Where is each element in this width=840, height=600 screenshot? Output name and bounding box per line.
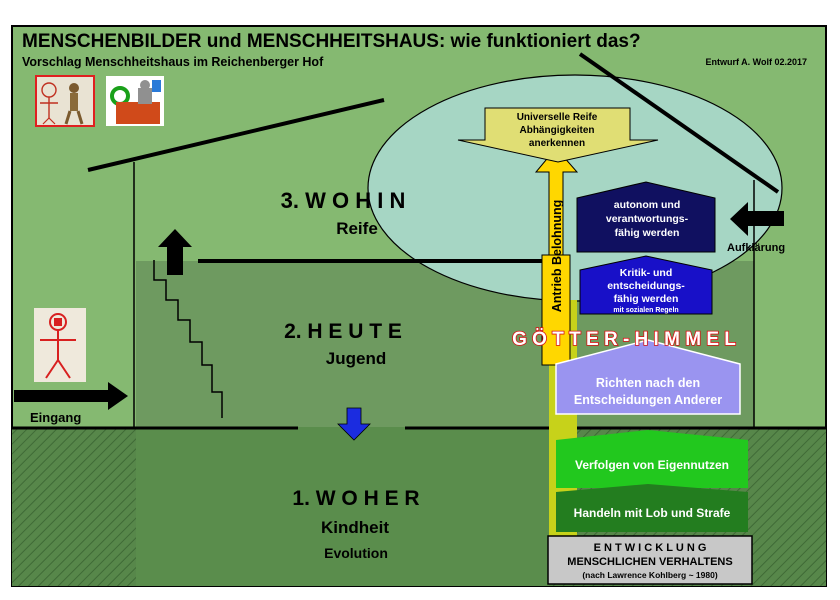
development-line2: MENSCHLICHEN VERHALTENS bbox=[567, 556, 732, 568]
stage3-line2: Entscheidungen Anderer bbox=[574, 393, 722, 407]
floor2-sub: Jugend bbox=[326, 349, 386, 368]
gods-heaven-label: G Ö T T E R - H I M M E L bbox=[512, 329, 736, 350]
stage2-shape bbox=[556, 430, 748, 488]
page-title: MENSCHENBILDER und MENSCHHEITSHAUS: wie … bbox=[22, 31, 641, 52]
enlightenment-arrow-icon bbox=[730, 202, 784, 236]
stage6-shape bbox=[457, 107, 659, 163]
vitruvian-figure-icon bbox=[35, 75, 95, 127]
down-arrow-icon bbox=[337, 407, 371, 441]
development-box bbox=[547, 535, 753, 585]
stage4-line4: mit sozialen Regeln bbox=[613, 307, 678, 314]
development-line3: (nach Lawrence Kohlberg ~ 1980) bbox=[582, 570, 718, 580]
stage5-line2: verantwortungs- bbox=[606, 213, 689, 225]
sculpture-figure-icon bbox=[64, 83, 84, 125]
stage1-line1: Handeln mit Lob und Strafe bbox=[574, 506, 731, 520]
stage4-line2: entscheidungs- bbox=[607, 280, 685, 292]
entrance-arrow-icon bbox=[14, 382, 128, 410]
stage4-line3: fähig werden bbox=[614, 293, 679, 305]
reward-arrow-shaft bbox=[541, 254, 571, 366]
stage6-line2: Abhängigkeiten bbox=[519, 125, 594, 136]
floor2-title: 2. H E U T E bbox=[284, 320, 402, 343]
roof-left bbox=[87, 98, 385, 172]
stage4-line1: Kritik- und bbox=[620, 267, 673, 279]
stage3-line1: Richten nach den bbox=[596, 376, 700, 390]
stage5-line1: autonom und bbox=[614, 199, 681, 211]
reward-drive-label: Antrieb Belohnung bbox=[550, 200, 564, 313]
staircase bbox=[153, 260, 223, 418]
stage3-shape bbox=[555, 339, 741, 415]
roof-right bbox=[578, 52, 780, 194]
development-line1: E N T W I C K L U N G bbox=[594, 542, 707, 554]
chess-pieces-icon bbox=[106, 76, 164, 126]
floor1-sub2: Evolution bbox=[324, 545, 388, 561]
entrance-label: Eingang bbox=[30, 410, 81, 425]
floor1-title: 1. W O H E R bbox=[292, 487, 419, 510]
red-figure-icon bbox=[34, 308, 86, 382]
stage2-line1: Verfolgen von Eigennutzen bbox=[575, 458, 729, 472]
stage5-shape bbox=[576, 181, 716, 253]
up-arrow-icon bbox=[158, 229, 192, 275]
stage6-line3: anerkennen bbox=[529, 138, 585, 149]
floor3-sub: Reife bbox=[336, 219, 378, 238]
enlightenment-label: Aufklärung bbox=[727, 242, 785, 254]
basement-main bbox=[136, 427, 549, 586]
stage5-line3: fähig werden bbox=[615, 227, 680, 239]
page-subtitle: Vorschlag Menschheitshaus im Reichenberg… bbox=[22, 55, 324, 69]
floor3-title: 3. W O H I N bbox=[281, 188, 406, 213]
author-note: Entwurf A. Wolf 02.2017 bbox=[705, 57, 807, 67]
floor1-sub: Kindheit bbox=[321, 518, 389, 537]
stage4-shape bbox=[579, 255, 713, 315]
stage1-shape bbox=[556, 484, 748, 532]
stage6-line1: Universelle Reife bbox=[517, 112, 598, 123]
